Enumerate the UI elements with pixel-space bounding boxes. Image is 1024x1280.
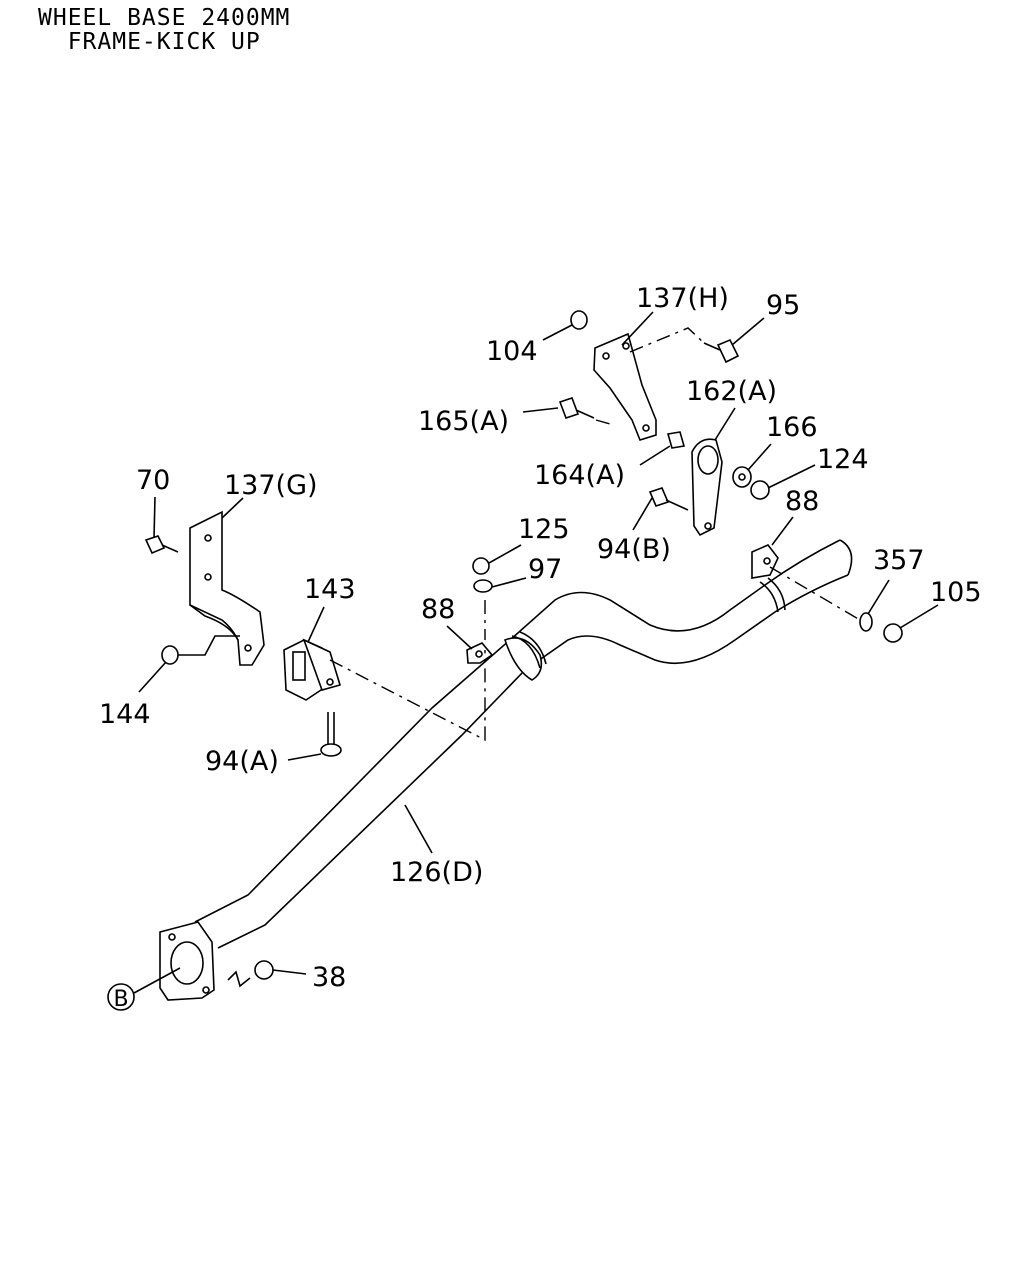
callout-70: 70	[136, 465, 170, 496]
header-line-2: FRAME-KICK UP	[38, 29, 261, 55]
washer-97	[473, 579, 493, 593]
reference-marker-b: B	[107, 983, 135, 1012]
callout-357: 357	[873, 545, 925, 576]
pin-164a	[666, 431, 686, 449]
callout-165a: 165(A)	[418, 406, 509, 437]
nut-124	[750, 480, 770, 500]
callout-94b: 94(B)	[597, 534, 671, 565]
reference-marker-letter: B	[113, 987, 128, 1012]
callout-105: 105	[930, 577, 982, 608]
bolt-95	[703, 338, 740, 364]
callout-137h: 137(H)	[636, 283, 729, 314]
callout-95: 95	[766, 290, 800, 321]
rubber-hanger-143	[283, 638, 342, 701]
callout-125: 125	[518, 514, 570, 545]
washer-166	[732, 466, 752, 488]
callout-143: 143	[304, 574, 356, 605]
alignment-lines	[329, 327, 861, 742]
pipe-clamp-right	[751, 544, 786, 613]
callout-labels: 137(H) 95 104 162(A) 165(A) 166 124 164(…	[99, 283, 982, 993]
bolt-94b	[648, 487, 689, 511]
washer-357	[859, 612, 873, 632]
callout-126d: 126(D)	[390, 857, 483, 888]
callout-88-left: 88	[421, 594, 455, 625]
nut-38	[227, 960, 274, 988]
pipe-clamp-left	[466, 631, 547, 681]
bracket-137g	[189, 510, 265, 666]
callout-166: 166	[766, 412, 818, 443]
nut-105	[883, 623, 903, 643]
bolt-165a	[558, 396, 595, 420]
callout-94a: 94(A)	[205, 746, 279, 777]
nut-125	[472, 557, 490, 575]
bolt-94a	[320, 712, 342, 757]
callout-144: 144	[99, 699, 151, 730]
bracket-137h	[593, 332, 657, 441]
callout-124: 124	[817, 444, 869, 475]
callout-162a: 162(A)	[686, 376, 777, 407]
nut-144	[161, 635, 240, 665]
leader-lines	[133, 311, 939, 994]
callout-104: 104	[486, 336, 538, 367]
exhaust-pipe	[159, 539, 853, 1001]
callout-38: 38	[312, 962, 346, 993]
callout-88-right: 88	[785, 486, 819, 517]
bolt-70	[144, 535, 179, 555]
callout-164a: 164(A)	[534, 460, 625, 491]
diagram-header: WHEEL BASE 2400MM FRAME-KICK UP	[38, 6, 290, 54]
callout-97: 97	[528, 554, 562, 585]
callout-137g: 137(G)	[224, 470, 318, 501]
hanger-162a	[691, 438, 723, 537]
header-line-1: WHEEL BASE 2400MM	[38, 5, 291, 31]
nut-104	[570, 310, 588, 330]
